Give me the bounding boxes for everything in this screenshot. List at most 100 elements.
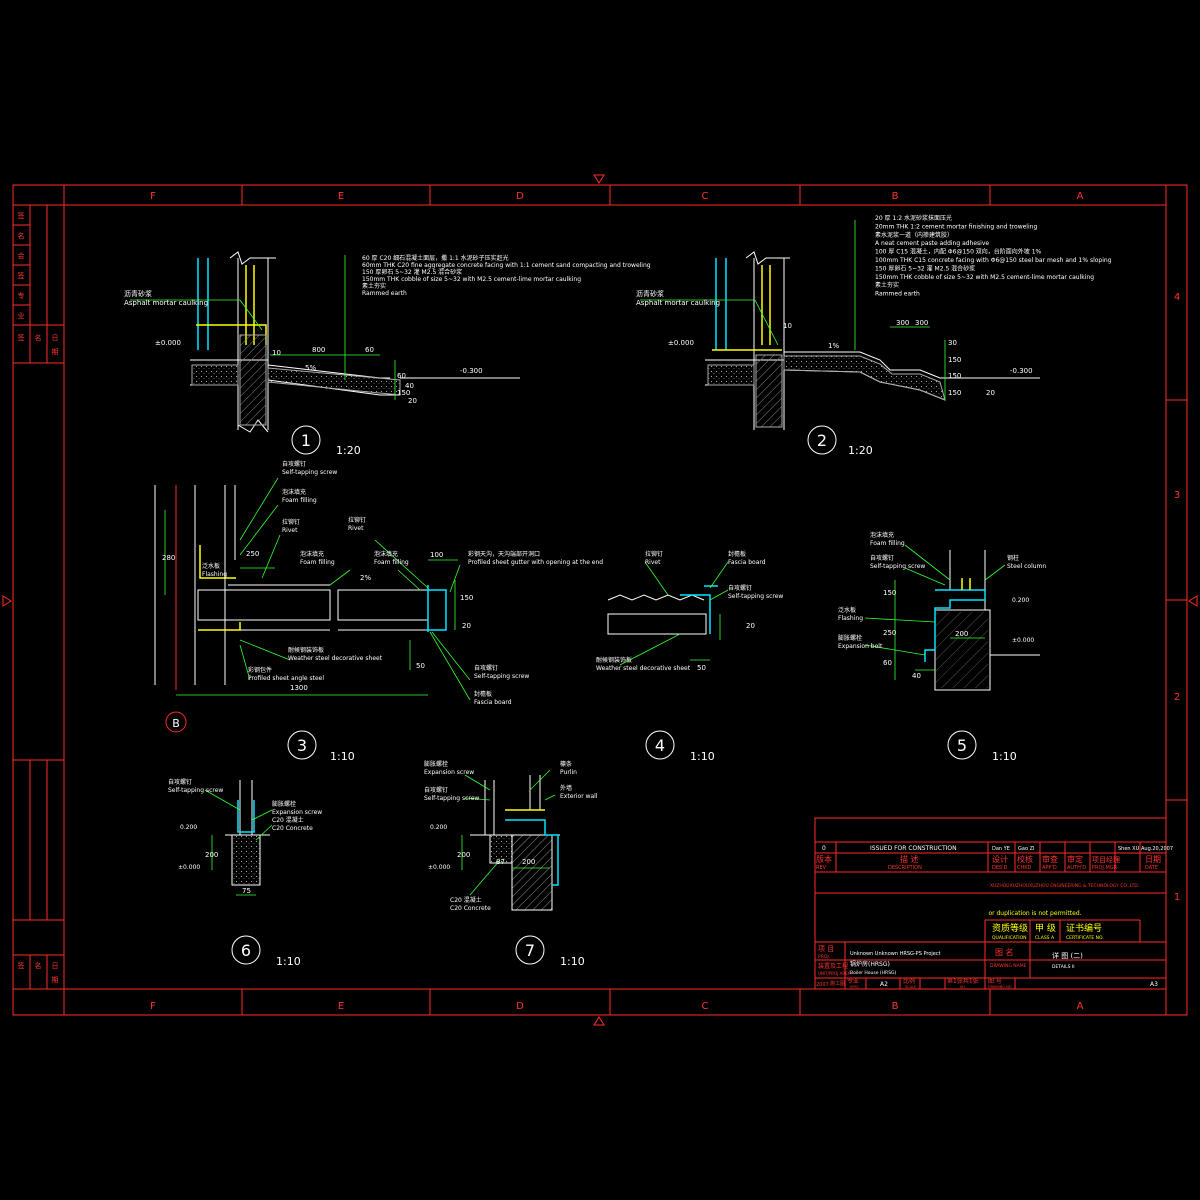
margin-cell: 会 <box>18 251 25 260</box>
detail1-label-en: Asphalt mortar caulking <box>124 299 208 307</box>
note-line: 100mm THK C15 concrete facing with Φ6@15… <box>875 257 1112 264</box>
note-line: Rammed earth <box>362 290 407 297</box>
detail-2: ±0.000 -0.300 沥青砂浆 Asphalt mortar caulki… <box>636 214 1112 457</box>
dimension-text: 150 <box>883 589 896 597</box>
detail4-scale: 1:10 <box>690 750 715 763</box>
detail1-number: 1 <box>301 431 311 450</box>
dimension-text: 50 <box>416 662 425 670</box>
dimension-text: 150 <box>948 389 961 397</box>
margin-cell: 签 <box>18 211 25 220</box>
tb-h-chkd-en: CHKD <box>1017 865 1032 871</box>
callout-en: C20 Concrete <box>272 825 313 832</box>
dimension-text: 280 <box>162 554 175 562</box>
level-marker: 0.200 <box>1012 597 1029 604</box>
callout-cn: 自攻螺钉 <box>168 778 192 786</box>
callout-cn: 膨胀螺栓 <box>272 800 296 808</box>
tb-h-des-en: DES'D <box>992 865 1008 871</box>
grid-row-right: 1 <box>1174 892 1180 903</box>
margin-cell: 签 <box>18 271 25 280</box>
tb-cert-no-en: CERTIFICATE NO. <box>1066 935 1104 941</box>
dimension-text: 150 <box>397 389 410 397</box>
detail2-scale: 1:20 <box>848 444 873 457</box>
note-line: 150mm THK cobble of size 5~32 with M2.5 … <box>362 276 581 283</box>
tb-drawing-label: 图 名 <box>995 947 1014 957</box>
note-line: 素土夯实 <box>875 281 899 289</box>
detail5-number: 5 <box>957 736 967 755</box>
tb-project-label: 项 目 <box>818 945 834 953</box>
tb-specialty-label: 专业 <box>847 977 859 985</box>
callout-cn: 钢柱 <box>1007 554 1019 562</box>
note-line: 素土夯实 <box>362 282 386 290</box>
callout-cn: 封檐板 <box>728 550 746 558</box>
margin-cell: 期 <box>52 348 59 356</box>
level-marker: ±0.000 <box>1012 637 1034 644</box>
dimension-text: 60 <box>365 346 374 354</box>
detail1-level-right: -0.300 <box>460 367 483 375</box>
tb-drawing-no-en: DRAWING NO <box>988 985 1012 989</box>
tb-h-auth: 审定 <box>1067 854 1083 864</box>
callout-en: Expansion screw <box>272 809 322 816</box>
detail5-scale: 1:10 <box>992 750 1017 763</box>
detail2-label-cn: 沥青砂浆 <box>636 289 664 298</box>
dimension-text: 150 <box>460 594 473 602</box>
dimension-text: 150 <box>948 372 961 380</box>
detail2-label-en: Asphalt mortar caulking <box>636 299 720 307</box>
tb-scale-en: SCALE <box>905 985 916 989</box>
dimension-text: 87 <box>496 858 505 866</box>
dimension-text: 10 <box>272 349 281 357</box>
detail7-scale: 1:10 <box>560 955 585 968</box>
tb-cert-no: 证书编号 <box>1066 922 1102 934</box>
callout-en: C20 Concrete <box>450 905 491 912</box>
callout-en: Profiled sheet gutter with opening at th… <box>468 559 603 566</box>
dimension-text: 300 <box>896 319 909 327</box>
callout-cn: 泛水板 <box>838 606 856 614</box>
grid-col-top: B <box>892 191 899 202</box>
detail4-number: 4 <box>655 736 665 755</box>
tb-h-proj-mgr: 项目经理 <box>1092 855 1120 864</box>
callout-cn: 泡沫填充 <box>374 550 398 558</box>
tb-h-description: 描 述 <box>900 854 919 864</box>
grid-row-right: 4 <box>1174 292 1180 303</box>
detail-1: ±0.000 -0.300 沥青砂浆 Asphalt mortar caulki… <box>124 251 651 457</box>
margin-cell: 业 <box>18 311 25 320</box>
level-marker: ±0.000 <box>428 864 450 871</box>
callout-cn: 泛水板 <box>202 562 220 570</box>
tb-notice: or duplication is not permitted. <box>988 910 1081 917</box>
tb-h-appd-en: APP'D <box>1042 865 1057 871</box>
callout-en: Rivet <box>348 525 364 532</box>
title-block: 0 ISSUED FOR CONSTRUCTION Dan YE Gao ZI … <box>814 817 1173 990</box>
callout-en: Self-tapping screw <box>870 563 925 570</box>
callout-en: Profiled sheet angle steel <box>248 675 324 682</box>
grid-col-top: D <box>516 191 524 202</box>
callout-en: Self-tapping screw <box>728 593 783 600</box>
margin-cell: 专 <box>18 291 25 300</box>
detail7-number: 7 <box>525 941 535 960</box>
callout-cn: 自攻螺钉 <box>870 554 894 562</box>
margin-cell: 名 <box>35 333 42 342</box>
dimension-text: 60 <box>883 659 892 667</box>
dimension-text: 150 <box>948 356 961 364</box>
note-line: 60mm THK C20 fine aggregate concrete fac… <box>362 262 651 269</box>
margin-cell: 期 <box>52 976 59 984</box>
dimension-text: 1300 <box>290 684 308 692</box>
detail6-scale: 1:10 <box>276 955 301 968</box>
grid-col-bottom: A <box>1077 1001 1084 1012</box>
callout-en: Foam filling <box>282 497 317 504</box>
tb-h-rev: 版本 <box>816 854 832 864</box>
grid-col-bottom: D <box>516 1001 524 1012</box>
callout-cn: 自攻螺钉 <box>424 786 448 794</box>
callout-en: Exterior wall <box>560 793 598 800</box>
dimension-text: 20 <box>462 622 471 630</box>
tb-cert-label-en: QUALIFICATION <box>992 935 1027 941</box>
tb-size-right: A3 <box>1150 981 1158 988</box>
callout-cn: 耐候钢装饰板 <box>596 656 632 664</box>
callout-en: Rivet <box>282 527 298 534</box>
note-line: 20mm THK 1:2 cement mortar finishing and… <box>875 223 1037 230</box>
